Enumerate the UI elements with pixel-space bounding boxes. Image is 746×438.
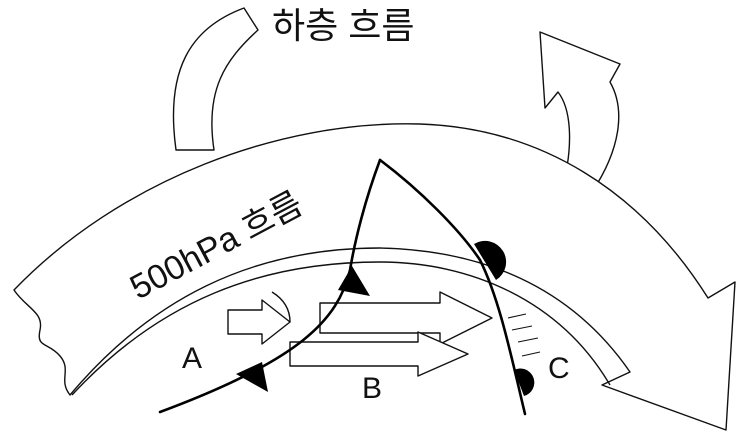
lower-band-boundary [71, 261, 611, 396]
warm-front-semicircle-2 [514, 368, 535, 396]
region-b-label: B [362, 372, 382, 405]
flow-arrow-a-stem [271, 291, 291, 323]
cold-front-triangle-2 [236, 362, 268, 392]
rising-flow-arrow [539, 31, 621, 197]
lower-flow-loop-arrow [172, 7, 259, 151]
region-c-label: C [548, 352, 570, 385]
upper-flow-band-arrow [13, 123, 736, 431]
flow-arrow-upper [319, 291, 493, 345]
flow-arrow-a [227, 299, 291, 345]
warm-front-line [378, 158, 527, 416]
lower-flow-label: 하층 흐름 [272, 5, 414, 46]
flow-arrow-lower [289, 331, 469, 377]
cold-front-triangle-1 [338, 266, 370, 296]
warm-front-semicircle-1 [474, 240, 507, 280]
tick-marks-c [507, 313, 541, 357]
region-a-label: A [182, 342, 202, 375]
